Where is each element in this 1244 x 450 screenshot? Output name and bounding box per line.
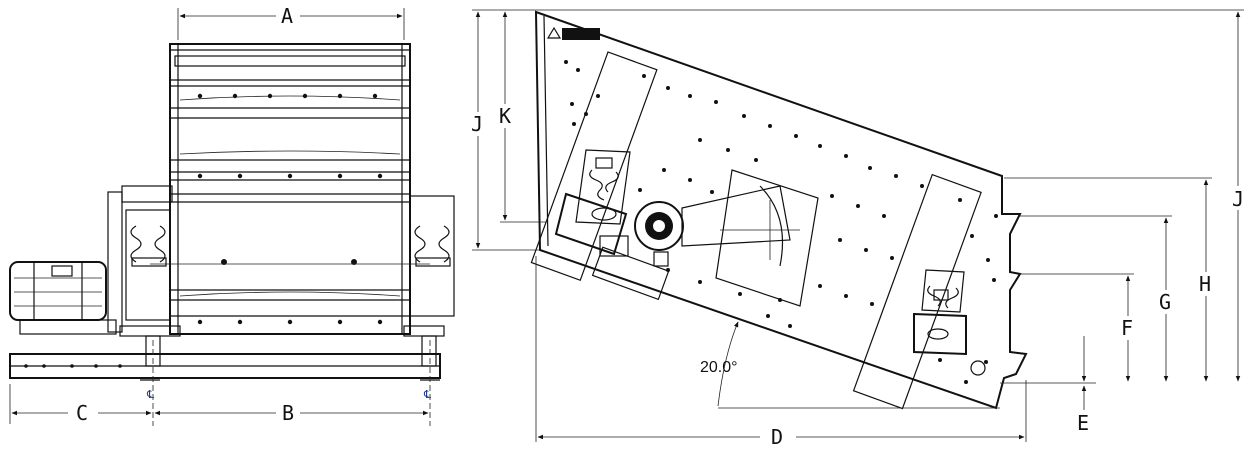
dimension-label-j-left: J (471, 112, 483, 136)
dimension-label-h: H (1199, 272, 1211, 296)
centerline-symbol-right: ℄ (423, 388, 431, 401)
dimension-c: C (9, 384, 152, 425)
screen-box (150, 43, 430, 335)
centerline-left: ℄ (146, 340, 154, 426)
centerline-right: ℄ (423, 340, 431, 426)
dimension-label-c: C (76, 401, 88, 425)
dimension-d: D (535, 256, 1027, 449)
side-spring-right (409, 195, 455, 317)
dimension-e: E (1000, 336, 1096, 435)
dimension-a: A (177, 4, 405, 40)
dimension-label-b: B (282, 401, 294, 425)
vibrator-mechanism (591, 185, 800, 301)
screen-side-plate (534, 10, 1028, 410)
spring-mount-lower (913, 269, 986, 376)
dimension-label-e: E (1077, 411, 1089, 435)
dimension-label-f: F (1121, 316, 1133, 340)
side-spring-left (107, 185, 173, 333)
front-view: A (9, 4, 455, 426)
dimension-g: G (1020, 215, 1172, 382)
dimension-f: F (1020, 273, 1134, 382)
dimension-label-j-right: J (1232, 187, 1244, 211)
angle-label: 20.0° (700, 359, 738, 376)
dimension-k: K (499, 11, 546, 223)
dimension-label-g: G (1159, 290, 1171, 314)
side-view: D 20.0° E F G (471, 9, 1244, 449)
manufacturer-logo (546, 26, 600, 40)
spring-mount-upper (554, 149, 631, 256)
dimension-j: J J (471, 9, 1244, 382)
drive-motor (9, 261, 117, 335)
dimension-h: H (1004, 177, 1212, 382)
base-frame (9, 325, 445, 381)
dimension-label-a: A (281, 4, 293, 28)
dimension-label-d: D (771, 425, 783, 449)
dimension-label-k: K (499, 104, 511, 128)
centerline-symbol-left: ℄ (146, 388, 154, 401)
dimension-b: B (154, 401, 429, 425)
incline-angle: 20.0° (700, 321, 1000, 409)
